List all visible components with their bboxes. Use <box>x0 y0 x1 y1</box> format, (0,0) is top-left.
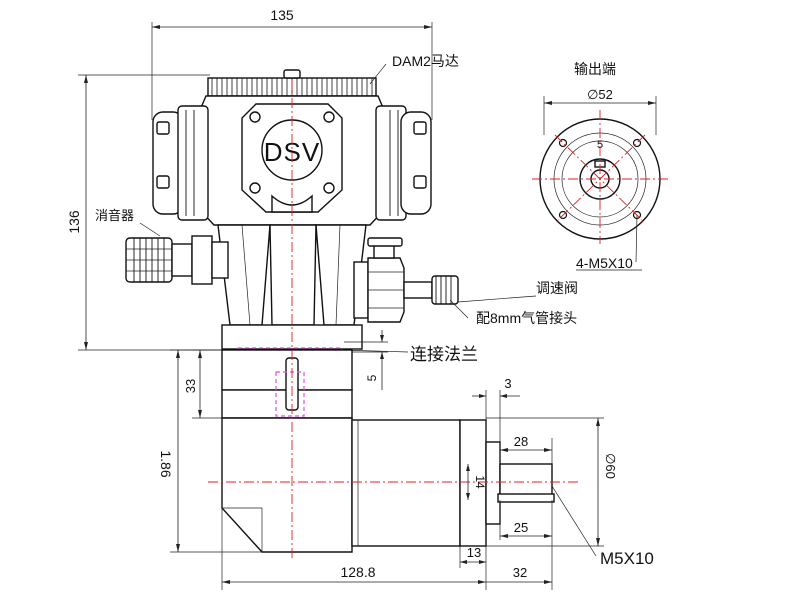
brand-label: DSV <box>264 137 320 167</box>
dim-33-label: 33 <box>183 379 198 393</box>
shaft-thread-leader <box>551 485 597 557</box>
dim-186: 1.86 <box>158 349 262 553</box>
output-end-label: 输出端 <box>574 61 616 77</box>
gearbox <box>221 349 555 553</box>
dim-14: 14 <box>466 464 487 500</box>
dim-3: 3 <box>472 376 520 442</box>
dim-dia60-label: ∅60 <box>603 453 618 479</box>
dim-25-label: 25 <box>514 520 528 535</box>
dim-32-label: 32 <box>513 565 527 580</box>
dia-52-label: ∅52 <box>587 87 613 102</box>
dim-3-label: 3 <box>504 376 511 391</box>
dim-1288: 128.8 <box>221 508 487 590</box>
fitting-label: 配8mm气管接头 <box>476 310 577 326</box>
dim-136-label: 136 <box>66 210 82 234</box>
dim-14-label: 14 <box>473 475 487 489</box>
flange-label: 连接法兰 <box>410 345 478 364</box>
dim-33: 33 <box>183 349 222 419</box>
dim-13-label: 13 <box>467 545 481 560</box>
motor-label: DAM2马达 <box>392 53 459 69</box>
dim-186-label: 1.86 <box>158 450 174 477</box>
shaft-thread-label: M5X10 <box>600 549 654 568</box>
dim-5-label: 5 <box>365 374 379 381</box>
speed-valve <box>353 237 469 323</box>
dim-dia-60: ∅60 <box>486 417 618 547</box>
muffler-label: 消音器 <box>95 208 134 223</box>
dim-135-label: 135 <box>270 7 294 23</box>
dim-13: 13 <box>459 545 486 568</box>
bolt-holes-label: 4-M5X10 <box>576 255 633 271</box>
side-fins <box>185 110 399 216</box>
key-5-label: 5 <box>597 139 603 151</box>
dim-28: 28 <box>499 434 553 464</box>
dim-25: 25 <box>499 500 552 540</box>
dim-width-135: 135 <box>151 7 433 120</box>
knurl-pattern <box>211 78 373 96</box>
dim-1288-label: 128.8 <box>340 564 375 580</box>
dim-32: 32 <box>486 500 553 590</box>
output-end-view: 输出端 ∅52 5 4-M5X10 <box>532 61 668 271</box>
speed-valve-label: 调速阀 <box>536 280 578 296</box>
muffler: 消音器 <box>95 208 229 285</box>
dim-28-label: 28 <box>514 434 528 449</box>
